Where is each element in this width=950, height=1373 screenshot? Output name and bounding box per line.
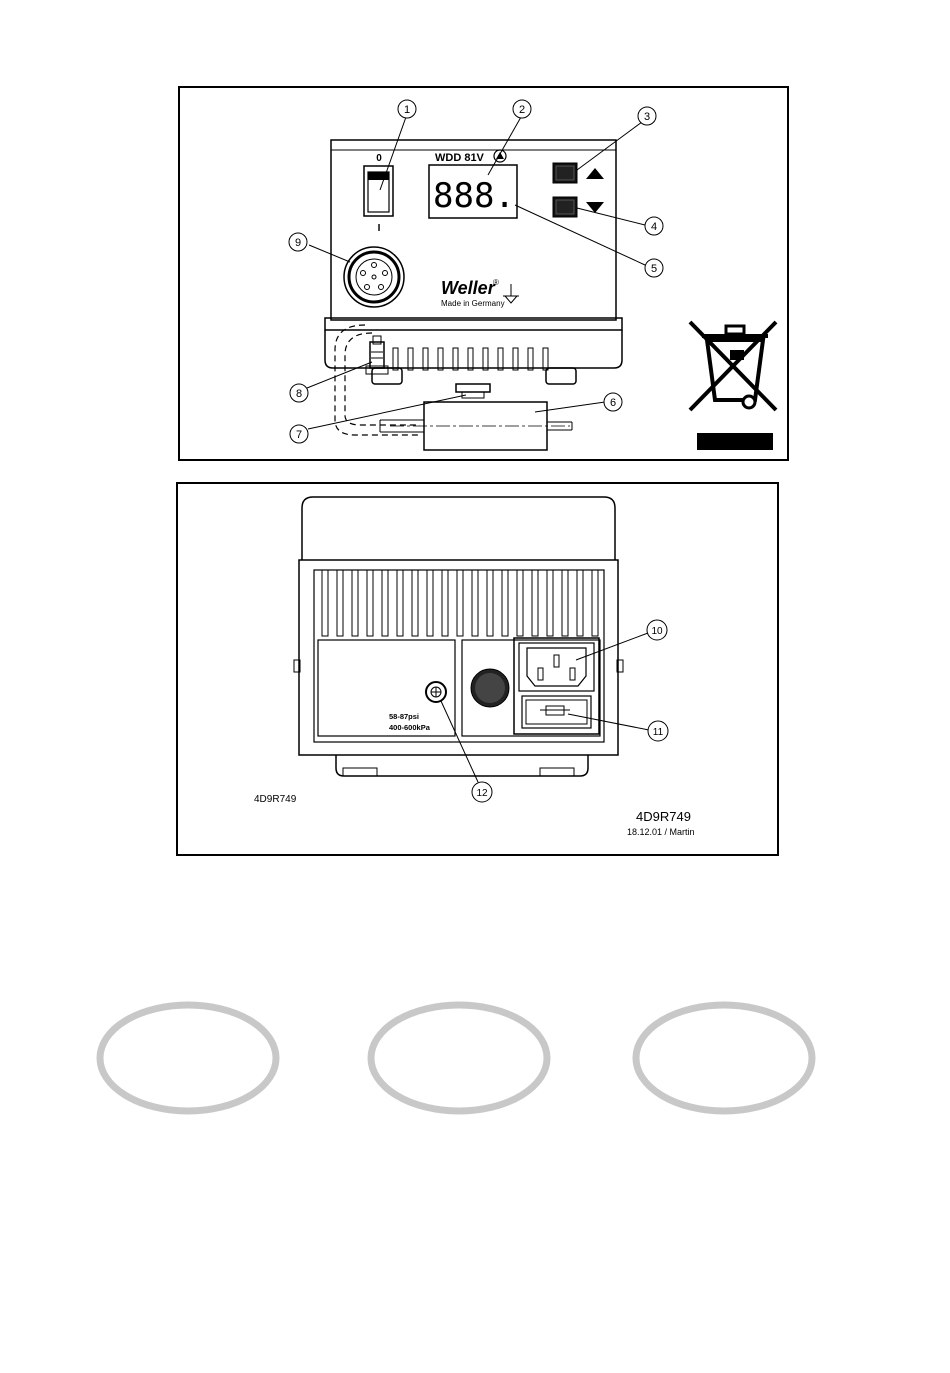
switch-on-label: I (378, 223, 381, 234)
iron-socket-outer (344, 247, 404, 307)
callout-12: 12 (472, 782, 492, 802)
svg-text:2: 2 (519, 104, 525, 116)
callout-10: 10 (647, 620, 667, 640)
callout-3: 3 (638, 107, 656, 125)
iron-socket-inner (356, 259, 392, 295)
svg-text:8: 8 (296, 388, 302, 400)
svg-text:12: 12 (476, 788, 488, 799)
fuse-holder (522, 696, 591, 728)
ring-left (100, 1005, 276, 1111)
rear-foot-right (540, 768, 574, 776)
callout-11: 11 (648, 721, 668, 741)
rear-cooling-fins (322, 570, 598, 636)
weee-crossed-bin-icon (690, 322, 776, 410)
svg-text:5: 5 (651, 263, 657, 275)
callout-1: 1 (398, 100, 416, 118)
pressure-kpa-label: 400-600kPa (389, 723, 431, 732)
svg-text:10: 10 (651, 626, 663, 637)
arrow-up-icon (586, 168, 604, 179)
bottom-nozzle-base (456, 384, 490, 392)
callout-7: 7 (290, 425, 308, 443)
callout-9: 9 (289, 233, 307, 251)
callout-5: 5 (645, 259, 663, 277)
rear-left-plate (318, 640, 455, 736)
front-cooling-fins (393, 348, 548, 370)
callout-8: 8 (290, 384, 308, 402)
svg-text:3: 3 (644, 111, 650, 123)
drawing-date-author: 18.12.01 / Martin (627, 827, 695, 837)
iron-socket-pins (361, 263, 388, 290)
callout-2: 2 (513, 100, 531, 118)
drawing-code-right: 4D9R749 (636, 809, 691, 824)
rear-foot-left (343, 768, 377, 776)
front-view-figure: 0 I WDD 81V 888. Weller ® (179, 87, 788, 460)
callout-4: 4 (645, 217, 663, 235)
rear-top-cover (302, 497, 615, 560)
brand-registered-mark: ® (493, 278, 499, 287)
svg-text:1: 1 (404, 104, 410, 116)
display-digits: 888. (433, 176, 515, 216)
decorative-rings (100, 1005, 812, 1111)
rear-lower-housing (336, 755, 588, 776)
ring-center (371, 1005, 547, 1111)
svg-text:6: 6 (610, 397, 616, 409)
rear-housing (299, 560, 618, 755)
svg-text:11: 11 (653, 727, 664, 738)
callout-6: 6 (604, 393, 622, 411)
up-button-face (556, 166, 574, 180)
ring-right (636, 1005, 812, 1111)
tube-outline-inner (345, 333, 420, 425)
brand-logo: Weller (441, 278, 496, 298)
svg-text:9: 9 (295, 237, 301, 249)
air-nipple (366, 336, 388, 374)
weee-bar (697, 433, 773, 450)
front-foot-right (546, 368, 576, 384)
fuse-holder-inner (526, 700, 587, 724)
model-label: WDD 81V (435, 152, 485, 164)
down-button-face (556, 200, 574, 214)
svg-text:7: 7 (296, 429, 302, 441)
mains-pin-left (538, 668, 543, 680)
mains-pin-right (570, 668, 575, 680)
mains-pin-earth (554, 655, 559, 667)
switch-off-label: 0 (376, 153, 382, 164)
speaker-grille-inner (475, 673, 505, 703)
drawing-code-left: 4D9R749 (254, 794, 297, 805)
made-in-label: Made in Germany (441, 299, 505, 308)
svg-text:4: 4 (651, 221, 657, 233)
ground-icon (503, 284, 519, 303)
pressure-psi-label: 58-87psi (389, 712, 419, 721)
